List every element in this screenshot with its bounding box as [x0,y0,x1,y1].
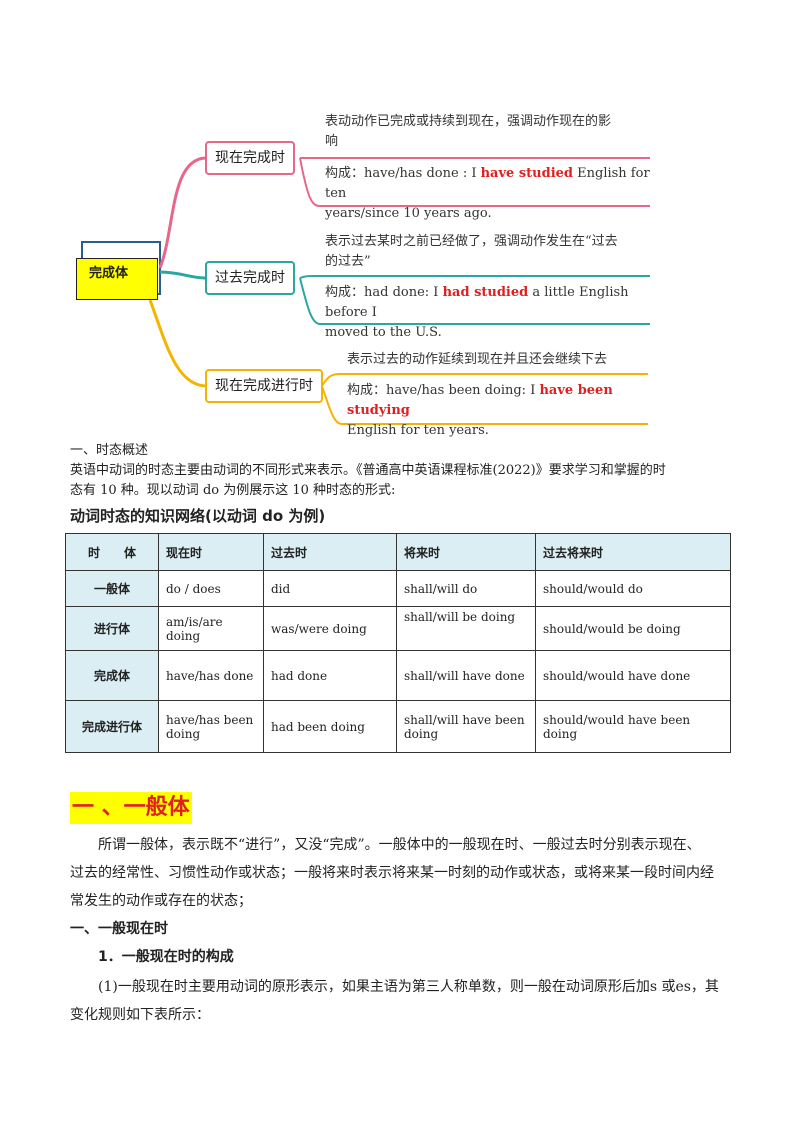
table-cell: shall/will do [396,570,536,607]
table-cell: did [263,570,397,607]
table-header-cell: 过去时 [263,533,397,571]
table-cell: had done [263,650,397,701]
leaf-line-2a [299,275,650,279]
struct-line2: years/since 10 years ago. [325,206,492,221]
section-para1-line2: 过去的经常性、习惯性动作或状态；一般将来时表示将来某一时刻的动作或状态，或将来某… [70,865,714,881]
overview-line1: 英语中动词的时态主要由动词的不同形式来表示。《普通高中英语课程标准(2022)》… [70,463,666,478]
table-cell: have/has done [158,650,264,701]
struct-prefix: 构成：had done: I [325,285,443,300]
leaf-desc-2-line2: 的过去” [325,254,371,269]
table-cell: should/would have been doing [535,700,731,753]
leaf-struct-2: 构成：had done: I had studied a little Engl… [325,283,650,343]
table-cell: do / does [158,570,264,607]
subheading-construction: 1．一般现在时的构成 [98,949,234,965]
section-para2-line1: (1)一般现在时主要用动词的原形表示，如果主语为第三人称单数，则一般在动词原形后… [98,979,719,995]
leaf-desc-1: 表动动作已完成或持续到现在，强调动作现在的影 响 [325,112,645,152]
section-title: 一 、一般体 [70,792,192,824]
section-para1-line1: 所谓一般体，表示既不“进行”，又没“完成”。一般体中的一般现在时、一般过去时分别… [98,837,701,853]
branch-line-2 [159,270,206,280]
table-cell: should/would do [535,570,731,607]
table-cell: shall/will be doing [396,606,536,651]
table-row: 一般体 do / does did shall/will do should/w… [65,570,731,607]
table-header-cell: 现在时 [158,533,264,571]
leaf-desc-3-line1: 表示过去的动作延续到现在并且还会继续下去 [347,352,608,367]
section-para2-line2: 变化规则如下表所示： [70,1007,210,1023]
table-cell: had been doing [263,700,397,753]
table-cell: should/would be doing [535,606,731,651]
table-header-cell: 将来时 [396,533,536,571]
table-row: 完成体 have/has done had done shall/will ha… [65,650,731,701]
table-row-head: 完成进行体 [65,700,159,753]
overview-heading: 一、时态概述 [70,443,149,458]
table-header-cell: 时 体 [65,533,159,571]
table-row: 完成进行体 have/has been doing had been doing… [65,700,731,753]
struct-prefix: 构成：have/has done : I [325,166,481,181]
table-cell: should/would have done [535,650,731,701]
node-present-perfect-continuous: 现在完成进行时 [205,369,323,403]
table-header-cell: 过去将来时 [535,533,731,571]
leaf-desc-1-line2: 响 [325,134,339,149]
table-cell: am/is/are doing [158,606,264,651]
leaf-desc-2: 表示过去某时之前已经做了，强调动作发生在“过去 的过去” [325,232,645,272]
struct-highlight: had studied [442,285,529,300]
leaf-desc-2-line1: 表示过去某时之前已经做了，强调动作发生在“过去 [325,234,618,249]
table-row: 进行体 am/is/are doing was/were doing shall… [65,606,731,651]
branch-line-3 [148,299,206,388]
leaf-line-1b [299,157,650,207]
table-cell: shall/will have been doing [396,700,536,753]
struct-line2: English for ten years. [347,423,489,438]
leaf-line-2b [299,277,650,325]
table-cell: was/were doing [263,606,397,651]
table-header-row: 时 体 现在时 过去时 将来时 过去将来时 [65,533,731,571]
struct-rest: a little English before I [325,285,629,320]
branch-line-1 [158,156,206,269]
table-row-head: 一般体 [65,570,159,607]
subheading-simple-present: 一、一般现在时 [70,921,168,937]
tense-table: 时 体 现在时 过去时 将来时 过去将来时 一般体 do / does did … [65,533,731,753]
table-row-head: 完成体 [65,650,159,701]
table-cell: have/has been doing [158,700,264,753]
mind-map-root: 完成体 [76,258,158,300]
node-past-perfect: 过去完成时 [205,261,295,295]
struct-highlight: have studied [480,166,573,181]
leaf-line-3b [321,385,648,425]
struct-highlight: have been studying [347,383,613,418]
node-present-perfect: 现在完成时 [205,141,295,175]
leaf-struct-1: 构成：have/has done : I have studied Englis… [325,164,650,224]
overview-line2: 态有 10 种。现以动词 do 为例展示这 10 种时态的形式: [70,483,396,498]
leaf-line-3a [321,373,648,387]
leaf-struct-3: 构成：have/has been doing: I have been stud… [347,381,647,441]
section-para1-line3: 常发生的动作或存在的状态； [70,893,252,909]
struct-prefix: 构成：have/has been doing: I [347,383,540,398]
leaf-desc-1-line1: 表动动作已完成或持续到现在，强调动作现在的影 [325,114,612,129]
struct-line2: moved to the U.S. [325,325,442,340]
table-row-head: 进行体 [65,606,159,651]
network-title: 动词时态的知识网络(以动词 do 为例) [70,507,326,525]
table-cell: shall/will have done [396,650,536,701]
struct-rest: English for ten [325,166,650,201]
mind-map: 完成体 现在完成时 表动动作已完成或持续到现在，强调动作现在的影 响 构成：ha… [0,0,800,440]
mind-map-connectors [81,156,650,425]
leaf-desc-3: 表示过去的动作延续到现在并且还会继续下去 [347,350,647,370]
